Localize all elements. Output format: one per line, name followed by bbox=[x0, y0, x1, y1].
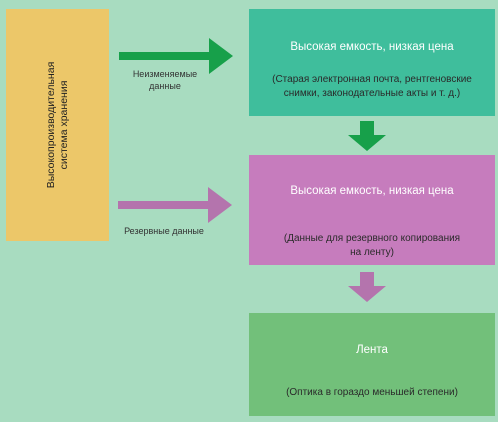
tier-backup-box: Высокая емкость, низкая цена (Данные для… bbox=[249, 155, 495, 265]
tier-archive-title: Высокая емкость, низкая цена bbox=[290, 41, 454, 53]
tier-tape-description: (Оптика в гораздо меньшей степени) bbox=[249, 386, 495, 400]
tier-backup-title: Высокая емкость, низкая цена bbox=[290, 185, 454, 197]
tier-backup-desc-line1: (Данные для резервного копирования bbox=[283, 233, 461, 244]
immutable-data-label: Неизменяемые данные bbox=[120, 68, 210, 92]
down-arrow-to-backup-tier bbox=[348, 121, 386, 151]
down-arrow-to-tape-tier bbox=[348, 272, 386, 302]
storage-label-line2: система хранения bbox=[57, 80, 70, 170]
high-performance-storage-box: Высокопроизводительная система хранения bbox=[6, 9, 109, 241]
immutable-data-label-line1: Неизменяемые bbox=[132, 69, 198, 79]
immutable-data-label-line2: данные bbox=[149, 81, 181, 91]
backup-data-label: Резервные данные bbox=[124, 226, 204, 236]
tier-tape-title: Лента bbox=[356, 344, 388, 356]
tier-tape-box: Лента (Оптика в гораздо меньшей степени) bbox=[249, 313, 495, 416]
tier-backup-desc-line2: на ленту) bbox=[350, 247, 394, 258]
tier-backup-description: (Данные для резервного копирования на ле… bbox=[249, 232, 495, 260]
tier-archive-box: Высокая емкость, низкая цена (Старая эле… bbox=[249, 9, 495, 116]
tier-tape-desc-line1: (Оптика в гораздо меньшей степени) bbox=[286, 387, 458, 398]
tier-archive-description: (Старая электронная почта, рентгеновские… bbox=[249, 73, 495, 101]
tier-archive-desc-line1: (Старая электронная почта, рентгеновские bbox=[272, 74, 472, 85]
immutable-data-arrow bbox=[119, 38, 233, 74]
storage-label: Высокопроизводительная система хранения bbox=[45, 9, 71, 241]
storage-label-line1: Высокопроизводительная bbox=[44, 61, 57, 189]
tier-archive-desc-line2: снимки, законодательные акты и т. д.) bbox=[283, 88, 461, 99]
backup-data-arrow bbox=[118, 187, 232, 223]
